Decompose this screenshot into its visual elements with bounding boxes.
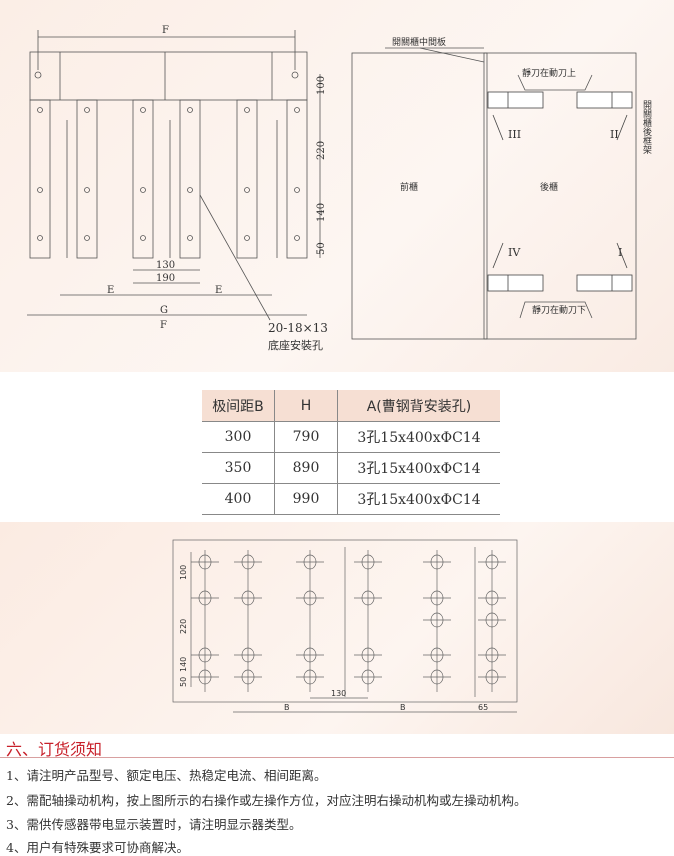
dim-100: 100 (316, 76, 327, 95)
dim-190: 190 (156, 273, 175, 284)
position-iii: III (508, 128, 521, 141)
bottom-dim-b1: B (284, 703, 290, 712)
busbar-strip (236, 99, 258, 259)
cell: 3孔15x400xΦC14 (337, 483, 500, 515)
dim-140: 140 (316, 203, 327, 222)
cell: 400 (202, 483, 275, 515)
dim-220: 220 (316, 141, 327, 160)
dim-f-top: F (162, 25, 169, 36)
position-iv: IV (508, 246, 521, 259)
divider (0, 757, 674, 758)
dim-e-left: E (107, 285, 114, 296)
bottom-dim-130: 130 (331, 689, 346, 698)
header-mount-holes: A(曹钢背安装孔) (337, 390, 500, 422)
cabinet-layout-drawing (351, 47, 637, 340)
ordering-item: 4、用户有特殊要求可协商解决。 (6, 840, 189, 855)
position-ii: II (610, 128, 619, 141)
middle-plate-label: 開關櫃中間板 (392, 36, 446, 48)
bottom-dim-140: 140 (179, 657, 188, 672)
busbar-strip (179, 99, 201, 259)
bottom-dim-220: 220 (179, 619, 188, 634)
disconnector-mechanism (576, 91, 633, 141)
ordering-heading: 六、订货须知 (6, 740, 103, 759)
bottom-dim-100: 100 (179, 565, 188, 580)
cell: 790 (274, 421, 338, 453)
cell: 990 (274, 483, 338, 515)
position-i: I (618, 246, 622, 259)
busbar-strip (29, 99, 51, 259)
busbar-strip (76, 99, 98, 259)
bottom-dim-50: 50 (179, 677, 188, 687)
busbar-strip (286, 99, 308, 259)
installation-drawings: F 100 220 140 50 130 190 E E G F 20-18×1… (0, 0, 674, 372)
dim-50: 50 (316, 242, 327, 255)
rear-frame-label: 開關櫃後框架 (641, 100, 652, 155)
rear-cabinet-label: 後櫃 (540, 181, 558, 193)
dim-e-right: E (215, 285, 222, 296)
static-below-label: 靜刀在動刀下 (532, 304, 586, 316)
ordering-item: 1、请注明产品型号、额定电压、热稳定电流、相间距离。 (6, 768, 327, 783)
dim-f-bottom: F (160, 320, 167, 331)
ordering-item: 3、需供传感器带电显示装置时，请注明显示器类型。 (6, 817, 302, 832)
disconnector-mechanism (487, 91, 544, 141)
dim-130: 130 (156, 260, 175, 271)
hole-layout-panel: 100 220 140 50 130 B B 65 (0, 522, 674, 734)
front-cabinet-label: 前櫃 (400, 181, 418, 193)
disconnector-mechanism (576, 242, 633, 292)
cell: 300 (202, 421, 275, 453)
cell: 350 (202, 452, 275, 484)
cell: 3孔15x400xΦC14 (337, 421, 500, 453)
dim-g: G (160, 305, 168, 316)
table-header-row: 极间距B H A(曹钢背安装孔) (202, 390, 500, 422)
base-plan-drawing (27, 30, 321, 321)
cell: 890 (274, 452, 338, 484)
disconnector-mechanism (487, 242, 544, 292)
header-h: H (274, 390, 338, 422)
header-pole-spacing: 极间距B (202, 390, 275, 422)
busbar-strip (132, 99, 154, 259)
static-above-label: 靜刀在動刀上 (522, 67, 576, 79)
cell: 3孔15x400xΦC14 (337, 452, 500, 484)
hole-spec: 20-18×13 (268, 321, 328, 335)
ordering-item: 2、需配轴操动机构，按上图所示的右操作或左操作方位，对应注明右操动机构或左操动机… (6, 793, 527, 808)
hole-label: 底座安裝孔 (268, 338, 323, 352)
bottom-dim-65: 65 (478, 703, 488, 712)
bottom-dim-b2: B (400, 703, 406, 712)
